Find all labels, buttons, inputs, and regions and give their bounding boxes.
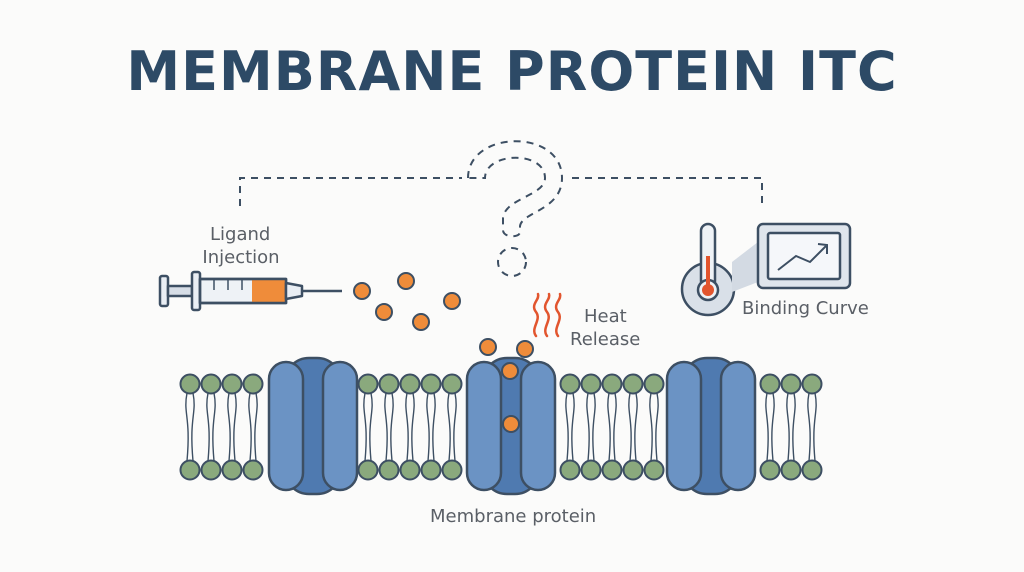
lipid-tail: [233, 392, 237, 462]
lipid-head: [441, 373, 463, 395]
lipid-tail: [765, 392, 769, 462]
lipid-head: [643, 459, 665, 481]
lipid-tail: [185, 392, 189, 462]
lipid-bilayer: [179, 373, 823, 481]
lipid-head: [643, 373, 665, 395]
lipid-head: [601, 459, 623, 481]
lipid-tail: [248, 392, 252, 462]
question-mark-icon: [466, 140, 564, 277]
lipid-head: [420, 459, 442, 481]
lipid-tail: [592, 392, 596, 462]
membrane-proteins: [267, 356, 757, 496]
lipid-tail: [571, 392, 575, 462]
syringe-icon: [158, 270, 342, 312]
membrane-protein: [267, 356, 359, 496]
monitor-chart-icon: [756, 222, 852, 290]
free-ligands: [353, 272, 461, 331]
heat-release-label: Heat Release: [570, 305, 660, 351]
lipid-tail: [634, 392, 638, 462]
lipid-head: [179, 373, 201, 395]
lipid-tail: [771, 392, 775, 462]
lipid-head: [357, 373, 379, 395]
dashed-connector: [239, 177, 763, 206]
lipid-tail: [786, 392, 790, 462]
ligand-label-line2: Injection: [202, 247, 280, 268]
lipid-tail: [447, 392, 451, 462]
heat-label-line1: Heat: [584, 306, 627, 327]
thermometer-icon: [680, 222, 736, 317]
lipid-head: [759, 459, 781, 481]
lipid-head: [221, 459, 243, 481]
bound-ligands: [479, 338, 534, 433]
lipid-head: [580, 459, 602, 481]
lipid-head: [242, 459, 264, 481]
lipid-tail: [432, 392, 436, 462]
lipid-tail: [453, 392, 457, 462]
lipid-tail: [191, 392, 195, 462]
lipid-head: [357, 459, 379, 481]
lipid-head: [780, 373, 802, 395]
lipid-tail: [411, 392, 415, 462]
lipid-head: [420, 373, 442, 395]
lipid-head: [378, 373, 400, 395]
lipid-head: [179, 459, 201, 481]
lipid-head: [242, 373, 264, 395]
lipid-head: [441, 459, 463, 481]
lipid-tail: [405, 392, 409, 462]
lipid-tail: [212, 392, 216, 462]
lipid-head: [801, 459, 823, 481]
lipid-tail: [655, 392, 659, 462]
lipid-head: [378, 459, 400, 481]
heat-wave-icon: [532, 292, 562, 338]
lipid-tail: [813, 392, 817, 462]
membrane-protein-label: Membrane protein: [430, 506, 597, 527]
lipid-head: [399, 373, 421, 395]
lipid-head: [221, 373, 243, 395]
lipid-head: [559, 373, 581, 395]
lipid-head: [801, 373, 823, 395]
lipid-head: [601, 373, 623, 395]
lipid-tail: [363, 392, 367, 462]
heat-label-line2: Release: [570, 329, 641, 350]
lipid-tail: [206, 392, 210, 462]
lipid-head: [622, 459, 644, 481]
lipid-head: [780, 459, 802, 481]
lipid-tail: [613, 392, 617, 462]
lipid-tail: [628, 392, 632, 462]
lipid-head: [580, 373, 602, 395]
lipid-tail: [565, 392, 569, 462]
lipid-head: [200, 459, 222, 481]
lipid-tail: [607, 392, 611, 462]
lipid-head: [559, 459, 581, 481]
lipid-head: [622, 373, 644, 395]
membrane-protein: [665, 356, 757, 496]
lipid-head: [399, 459, 421, 481]
lipid-tail: [369, 392, 373, 462]
lipid-tail: [254, 392, 258, 462]
lipid-tail: [426, 392, 430, 462]
lipid-head: [200, 373, 222, 395]
lipid-tail: [586, 392, 590, 462]
injection-label: Injection: [198, 246, 284, 269]
lipid-head: [759, 373, 781, 395]
ligand-label-line1: Ligand: [210, 224, 271, 245]
lipid-tail: [649, 392, 653, 462]
ligand-injection-label: Ligand: [210, 223, 270, 246]
binding-curve-label: Binding Curve: [742, 298, 869, 319]
lipid-tail: [227, 392, 231, 462]
lipid-tail: [792, 392, 796, 462]
lipid-tail: [384, 392, 388, 462]
lipid-tail: [390, 392, 394, 462]
lipid-tail: [807, 392, 811, 462]
diagram-title: MEMBRANE PROTEIN ITC: [126, 40, 898, 103]
thermometer-monitor-connector: [732, 242, 758, 292]
